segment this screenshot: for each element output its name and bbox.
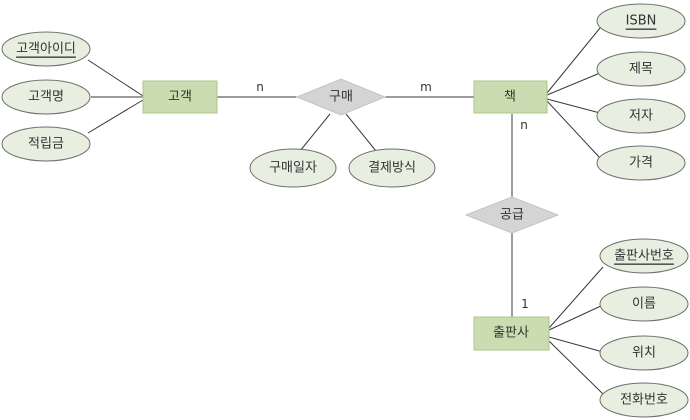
svg-text:공급: 공급: [500, 208, 524, 223]
cardinality-customer-purchase: n: [256, 80, 264, 94]
attribute-purchase-date: 구매일자: [249, 148, 337, 188]
svg-text:위치: 위치: [632, 346, 656, 361]
attribute-points: 적립금: [1, 126, 91, 162]
svg-text:이름: 이름: [632, 297, 656, 312]
cardinality-book-supply: n: [520, 118, 528, 132]
svg-text:저자: 저자: [629, 109, 653, 124]
svg-text:고객: 고객: [168, 90, 192, 105]
attribute-customer-id: 고객아이디: [1, 31, 91, 67]
svg-text:적립금: 적립금: [28, 137, 64, 152]
svg-text:제목: 제목: [629, 62, 653, 77]
svg-text:결제방식: 결제방식: [368, 161, 416, 176]
attribute-title: 제목: [596, 51, 686, 87]
attribute-price: 가격: [596, 145, 686, 181]
attribute-location: 위치: [599, 335, 689, 371]
relationship-purchase: 구매: [295, 78, 387, 116]
attribute-publisher-no: 출판사번호: [599, 238, 689, 274]
svg-text:가격: 가격: [629, 156, 653, 171]
attribute-phone: 전화번호: [599, 382, 689, 418]
entity-book: 책: [473, 80, 548, 114]
cardinality-publisher-supply: 1: [521, 297, 529, 311]
svg-text:출판사번호: 출판사번호: [614, 249, 674, 264]
attribute-payment-method: 결제방식: [348, 148, 436, 188]
svg-text:책: 책: [504, 90, 516, 105]
svg-text:고객아이디: 고객아이디: [16, 42, 76, 57]
svg-text:전화번호: 전화번호: [620, 393, 668, 408]
cardinality-book-purchase: m: [420, 80, 432, 94]
relationship-supply: 공급: [464, 196, 560, 234]
attribute-publisher-name: 이름: [599, 286, 689, 322]
attribute-author: 저자: [596, 98, 686, 134]
svg-text:구매: 구매: [329, 90, 353, 105]
svg-text:ISBN: ISBN: [626, 14, 657, 29]
connector-lines: [87, 27, 605, 396]
entity-publisher: 출판사: [473, 316, 550, 351]
svg-text:출판사: 출판사: [493, 326, 529, 341]
entity-customer: 고객: [142, 80, 218, 114]
svg-text:구매일자: 구매일자: [269, 161, 317, 176]
svg-text:고객명: 고객명: [28, 90, 64, 105]
attribute-customer-name: 고객명: [1, 79, 91, 115]
attribute-isbn: ISBN: [596, 3, 686, 39]
